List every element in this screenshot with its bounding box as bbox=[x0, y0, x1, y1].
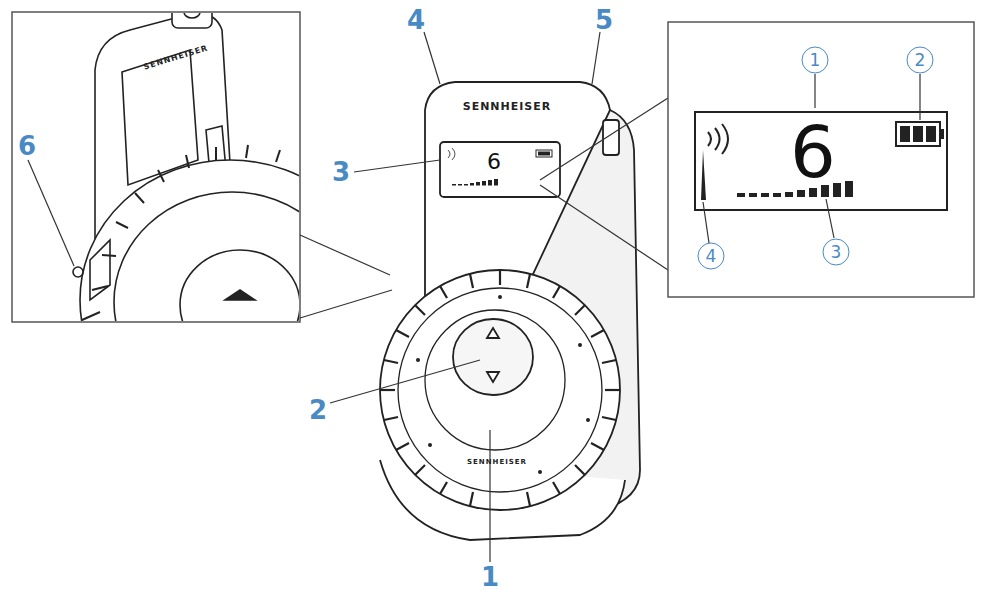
display-callout: 3 bbox=[823, 239, 850, 266]
callout-number: 2 bbox=[309, 397, 327, 423]
brand-name: SENNHEISER bbox=[467, 459, 527, 466]
inset-device bbox=[73, 13, 299, 321]
leader-lines bbox=[28, 32, 920, 562]
channel-number: 6 bbox=[790, 116, 836, 188]
main-device bbox=[380, 82, 640, 540]
brand-name: SENNHEISER bbox=[463, 101, 552, 112]
callout-number: 3 bbox=[332, 159, 350, 185]
dial-dots bbox=[416, 295, 590, 474]
brand-name: SENNHEISER bbox=[143, 44, 210, 71]
channel-number: 6 bbox=[487, 151, 501, 173]
callout-number: 6 bbox=[18, 133, 36, 159]
callout-number: 1 bbox=[481, 564, 499, 590]
callout-number: 5 bbox=[595, 7, 613, 33]
display-outline bbox=[695, 112, 947, 210]
small-display-icons bbox=[448, 148, 552, 186]
display-callout: 2 bbox=[907, 47, 934, 74]
dial-serrations bbox=[380, 270, 620, 506]
zoom-frame bbox=[668, 22, 974, 297]
callout-number: 4 bbox=[407, 7, 425, 33]
display-callout: 1 bbox=[802, 47, 829, 74]
display-callout: 4 bbox=[698, 243, 725, 270]
